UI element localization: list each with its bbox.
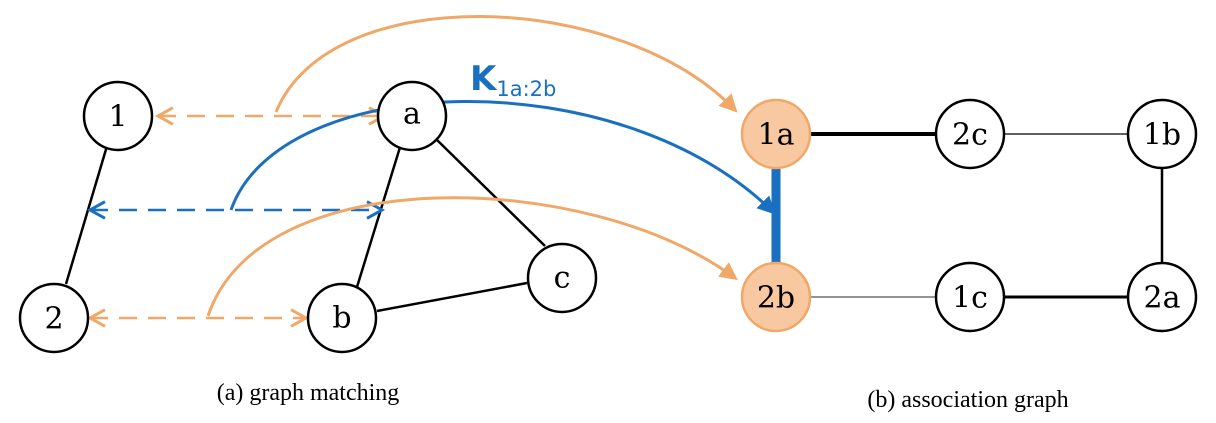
node-2a-label: 2a — [1144, 281, 1181, 316]
node-2-label: 2 — [44, 302, 63, 337]
affinity-symbol: K — [470, 59, 498, 99]
edge-a-b — [355, 143, 403, 288]
mapping-arrow-2b — [206, 196, 738, 317]
node-1: 1 — [82, 80, 154, 152]
node-1b: 1b — [1126, 98, 1198, 170]
node-a: a — [376, 80, 448, 152]
node-1-label: 1 — [108, 100, 127, 135]
affinity-label: K1a:2b — [470, 59, 556, 101]
caption-association-graph: (b) association graph — [867, 387, 1068, 413]
edge-b-c — [376, 281, 528, 313]
mapping-arrow-1a — [274, 15, 738, 113]
node-2: 2 — [18, 282, 90, 354]
node-c: c — [526, 242, 598, 314]
node-b-label: b — [332, 301, 351, 336]
node-c-label: c — [554, 261, 571, 296]
edge-a-c — [435, 138, 546, 247]
node-2c: 2c — [934, 98, 1006, 170]
caption-graph-matching: (a) graph matching — [217, 380, 400, 406]
node-a-label: a — [403, 97, 421, 132]
mapping-arrow-affinity — [229, 100, 776, 215]
node-2c-label: 2c — [952, 118, 988, 153]
node-1a-label: 1a — [758, 118, 795, 153]
node-2b-label: 2b — [757, 281, 795, 316]
node-2a: 2a — [1126, 261, 1198, 333]
node-2b: 2b — [740, 261, 812, 333]
node-1c: 1c — [934, 261, 1006, 333]
node-b: b — [306, 282, 378, 354]
node-1c-label: 1c — [952, 281, 988, 316]
node-1b-label: 1b — [1143, 118, 1181, 153]
edge-1-2 — [64, 145, 109, 285]
affinity-subscript: 1a:2b — [496, 77, 556, 101]
node-1a: 1a — [740, 98, 812, 170]
